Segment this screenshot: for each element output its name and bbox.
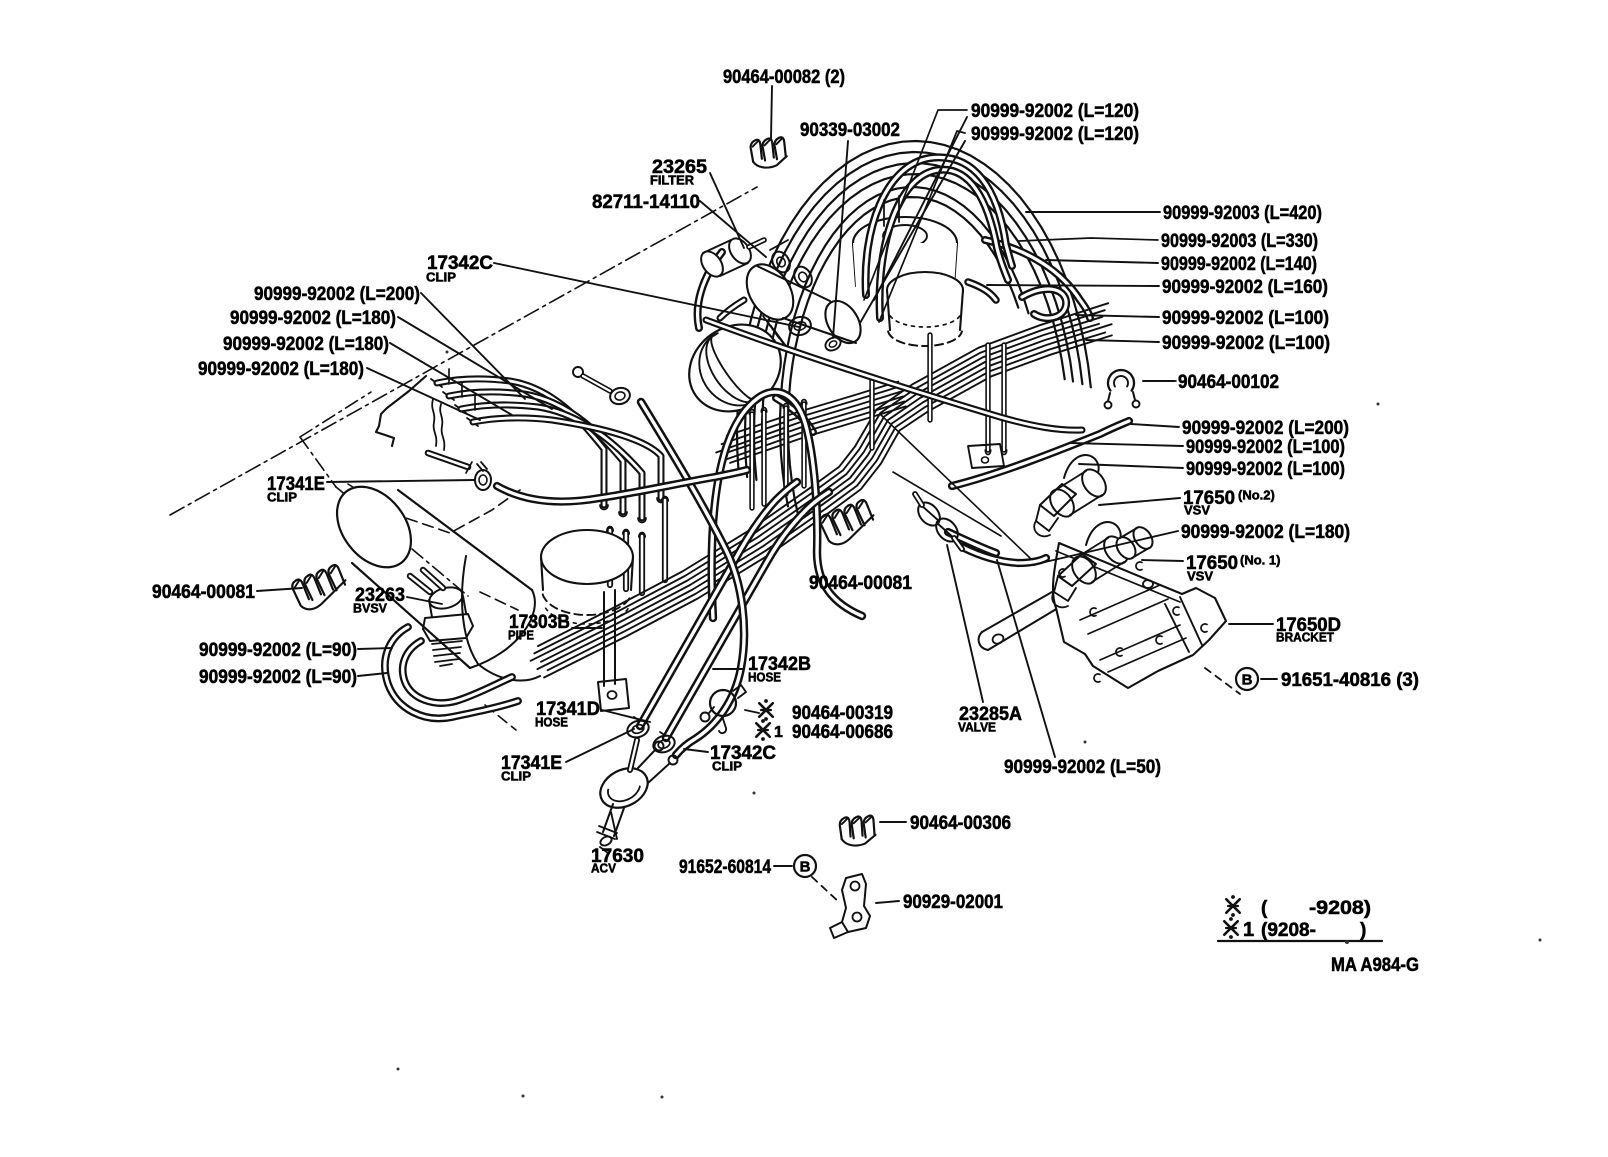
svg-text:90464-00319: 90464-00319 xyxy=(792,703,893,724)
svg-text:82711-14110: 82711-14110 xyxy=(592,192,700,213)
svg-text:90464-00686: 90464-00686 xyxy=(792,722,893,743)
svg-text:90999-92002 (L=200): 90999-92002 (L=200) xyxy=(254,284,420,305)
svg-text:23265: 23265 xyxy=(652,157,707,178)
svg-text:90999-92003 (L=420): 90999-92003 (L=420) xyxy=(1163,203,1322,224)
svg-text:90464-00081: 90464-00081 xyxy=(152,582,255,603)
svg-text:VSV: VSV xyxy=(1184,504,1211,518)
svg-text:CLIP: CLIP xyxy=(267,491,297,505)
svg-text:MA A984-G: MA A984-G xyxy=(1331,955,1419,976)
svg-text:90999-92002 (L=90): 90999-92002 (L=90) xyxy=(199,667,357,688)
svg-text:90464-00081: 90464-00081 xyxy=(809,573,912,594)
svg-text:-9208): -9208) xyxy=(1309,898,1371,919)
svg-text:17342C: 17342C xyxy=(710,743,776,764)
svg-text:91651-40816 (3): 91651-40816 (3) xyxy=(1281,670,1419,691)
svg-text:90999-92002 (L=120): 90999-92002 (L=120) xyxy=(971,124,1139,145)
svg-text:90999-92002 (L=50): 90999-92002 (L=50) xyxy=(1004,757,1161,778)
svg-text:23263: 23263 xyxy=(355,585,405,606)
svg-text:BRACKET: BRACKET xyxy=(1276,631,1334,645)
svg-text:17341D: 17341D xyxy=(536,699,600,720)
svg-text:90999-92002 (L=100): 90999-92002 (L=100) xyxy=(1186,459,1345,480)
svg-text:90999-92002 (L=180): 90999-92002 (L=180) xyxy=(1181,522,1350,543)
svg-text:90999-92002 (L=90): 90999-92002 (L=90) xyxy=(199,640,357,661)
svg-text:90999-92002 (L=200): 90999-92002 (L=200) xyxy=(1182,418,1349,439)
svg-text:90999-92002 (L=120): 90999-92002 (L=120) xyxy=(971,101,1139,122)
svg-text:PIPE: PIPE xyxy=(508,629,534,643)
svg-text:17341E: 17341E xyxy=(267,474,325,495)
svg-text:ACV: ACV xyxy=(591,862,617,876)
svg-text:B: B xyxy=(1242,672,1253,689)
svg-text:17342B: 17342B xyxy=(748,654,811,675)
svg-text:90929-02001: 90929-02001 xyxy=(903,892,1003,913)
svg-text:17342C: 17342C xyxy=(427,253,493,274)
svg-text:23285A: 23285A xyxy=(959,704,1022,725)
svg-text:17303B: 17303B xyxy=(509,612,570,633)
svg-text:BVSV: BVSV xyxy=(353,602,388,616)
svg-text:CLIP: CLIP xyxy=(712,760,742,774)
svg-text:1: 1 xyxy=(774,724,783,741)
svg-text:B: B xyxy=(800,859,811,876)
svg-text:90464-00306: 90464-00306 xyxy=(910,813,1011,834)
svg-text:VSV: VSV xyxy=(1187,570,1214,584)
svg-text:91652-60814: 91652-60814 xyxy=(679,857,771,878)
svg-text:90999-92002 (L=160): 90999-92002 (L=160) xyxy=(1162,277,1328,298)
svg-text:90999-92002 (L=180): 90999-92002 (L=180) xyxy=(223,334,389,355)
svg-text:17650: 17650 xyxy=(1183,488,1235,509)
svg-text:(9208-: (9208- xyxy=(1261,920,1316,941)
svg-text:17341E: 17341E xyxy=(501,753,562,774)
svg-text:90999-92002 (L=100): 90999-92002 (L=100) xyxy=(1162,308,1329,329)
svg-text:90999-92002 (L=100): 90999-92002 (L=100) xyxy=(1186,437,1345,458)
svg-text:(No. 1): (No. 1) xyxy=(1240,553,1280,568)
svg-text:17650D: 17650D xyxy=(1276,615,1341,636)
svg-text:): ) xyxy=(1360,920,1366,941)
svg-text:90999-92003 (L=330): 90999-92003 (L=330) xyxy=(1161,231,1318,252)
svg-text:(: ( xyxy=(1261,898,1268,919)
svg-text:(No.2): (No.2) xyxy=(1238,488,1275,503)
svg-text:FILTER: FILTER xyxy=(650,174,694,188)
svg-text:90999-92002 (L=140): 90999-92002 (L=140) xyxy=(1161,254,1317,275)
svg-text:HOSE: HOSE xyxy=(535,716,568,730)
svg-text:90339-03002: 90339-03002 xyxy=(800,120,900,141)
svg-text:VALVE: VALVE xyxy=(958,721,996,735)
svg-text:17630: 17630 xyxy=(591,846,644,867)
svg-text:90999-92002 (L=100): 90999-92002 (L=100) xyxy=(1162,333,1330,354)
svg-text:90464-00082 (2): 90464-00082 (2) xyxy=(723,67,845,88)
svg-text:HOSE: HOSE xyxy=(748,671,781,685)
svg-text:CLIP: CLIP xyxy=(426,271,456,285)
svg-text:90999-92002 (L=180): 90999-92002 (L=180) xyxy=(230,308,396,329)
svg-text:1: 1 xyxy=(1243,919,1254,941)
svg-text:90999-92002 (L=180): 90999-92002 (L=180) xyxy=(198,359,364,380)
svg-text:17650: 17650 xyxy=(1186,553,1238,574)
svg-text:90464-00102: 90464-00102 xyxy=(1178,372,1279,393)
svg-text:CLIP: CLIP xyxy=(501,770,531,784)
